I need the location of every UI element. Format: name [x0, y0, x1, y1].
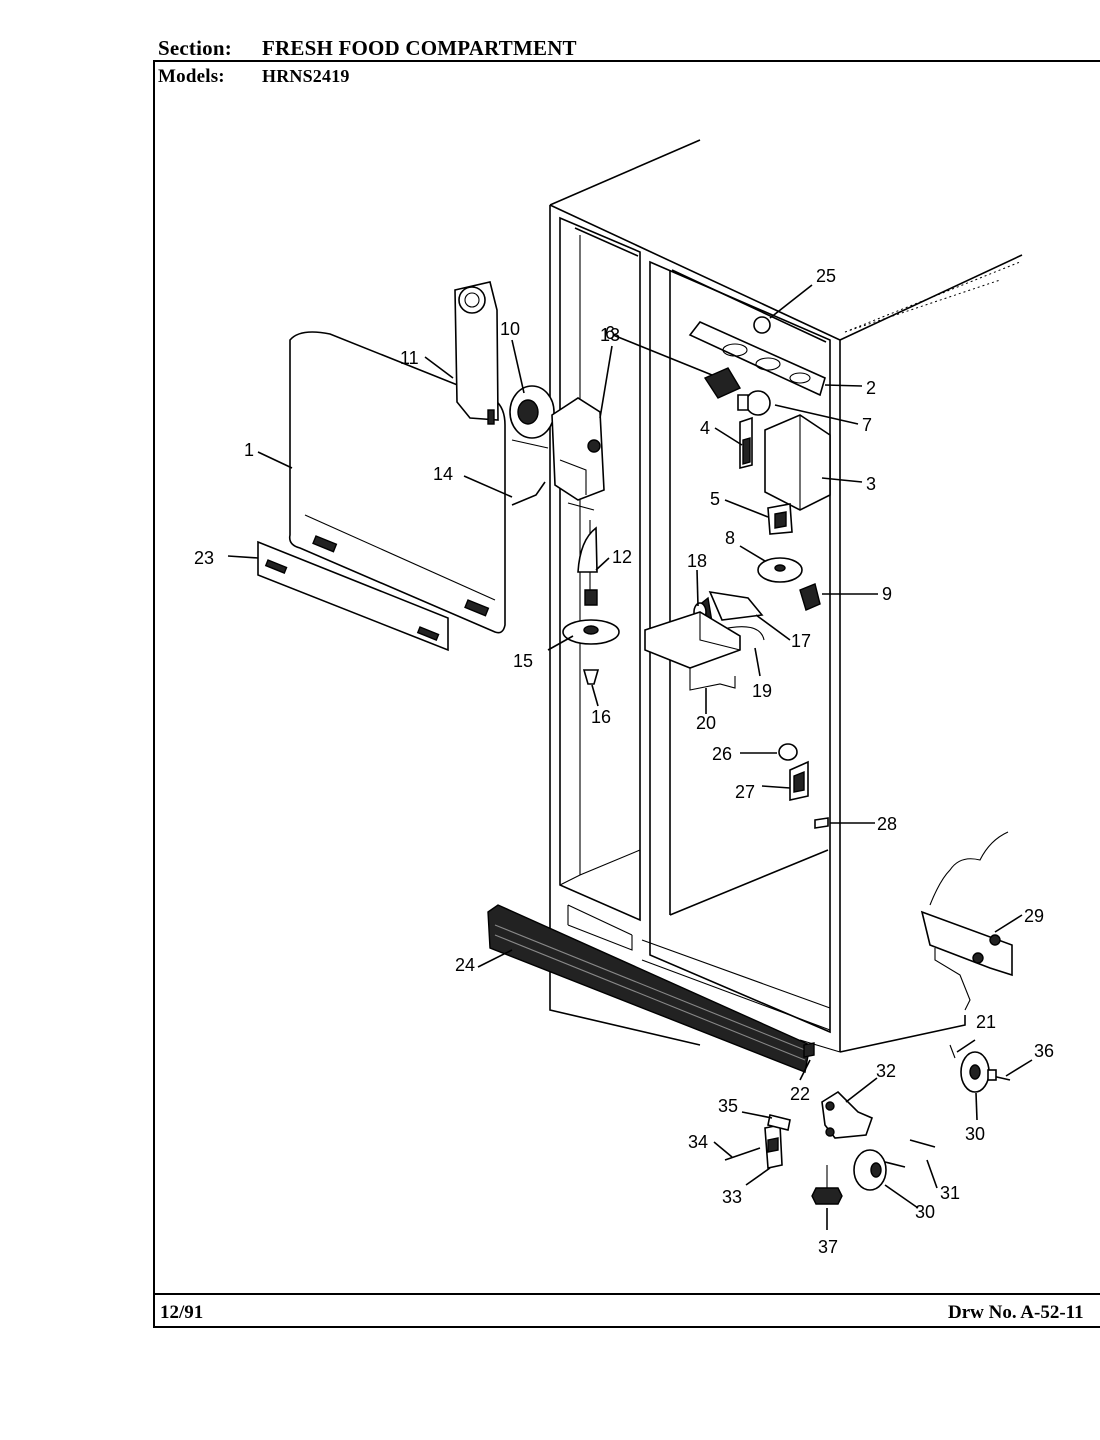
callout-21: 21 [976, 1012, 996, 1032]
callout-29: 29 [1024, 906, 1044, 926]
part-23-trim-strip [257, 540, 449, 652]
callout-3: 3 [866, 474, 876, 494]
part-35-pin [767, 1114, 791, 1131]
part-15-disc [562, 619, 620, 645]
refrigerator-cabinet [549, 139, 1023, 1053]
callout-9: 9 [882, 584, 892, 604]
callout-labels: 1 2 3 4 5 6 7 8 9 10 11 12 13 14 15 16 1… [194, 266, 1054, 1257]
part-29-rail [920, 831, 1013, 1011]
callout-27: 27 [735, 782, 755, 802]
callout-5: 5 [710, 489, 720, 509]
callout-1: 1 [244, 440, 254, 460]
part-13-bracket [551, 397, 605, 511]
part-26-retainer [778, 743, 798, 761]
part-11-housing [454, 281, 499, 425]
part-28-screw [814, 817, 829, 829]
callout-33: 33 [722, 1187, 742, 1207]
part-21-clip [949, 1044, 956, 1059]
callout-11: 11 [400, 348, 419, 368]
part-30-roller-front [853, 1149, 887, 1191]
callout-13: 13 [600, 325, 620, 345]
part-9-switch [799, 583, 821, 611]
footer-date: 12/91 [160, 1302, 204, 1323]
part-24-grille [487, 904, 811, 1073]
part-16-screw [582, 669, 600, 685]
callout-14: 14 [433, 464, 453, 484]
callout-6: 6 [605, 323, 615, 343]
part-32-bracket [821, 1090, 874, 1139]
callout-2: 2 [866, 378, 876, 398]
part-22-clip [803, 1042, 815, 1058]
callout-19: 19 [752, 681, 772, 701]
callout-4: 4 [700, 418, 710, 438]
part-37-leveler [811, 1165, 843, 1205]
part-20-housing [644, 611, 741, 691]
frame-left-border [153, 60, 155, 1328]
callout-16: 16 [591, 707, 611, 727]
models-label: Models: [158, 66, 225, 87]
part-7-bulb [737, 390, 771, 416]
drawing-number: Drw No. A-52-11 [948, 1302, 1084, 1323]
callout-22: 22 [790, 1084, 810, 1104]
callout-32: 32 [876, 1061, 896, 1081]
part-12-flap [577, 520, 598, 606]
callout-18: 18 [687, 551, 707, 571]
part-5-switch [767, 503, 793, 535]
part-14-lever [511, 481, 546, 506]
callout-35: 35 [718, 1096, 738, 1116]
callout-37: 37 [818, 1237, 838, 1257]
part-4-switch [739, 416, 753, 470]
part-33-hinge [764, 1124, 783, 1169]
leader-lines [227, 284, 1033, 1230]
section-label: Section: [158, 36, 232, 60]
callout-34: 34 [688, 1132, 708, 1152]
callout-25: 25 [816, 266, 836, 286]
part-31-pin [884, 1139, 936, 1168]
part-27-bracket [789, 760, 809, 801]
callout-30-front: 30 [915, 1202, 935, 1222]
callout-8: 8 [725, 528, 735, 548]
callout-10: 10 [500, 319, 520, 339]
frame-bottom-border [153, 1326, 1100, 1328]
callout-26: 26 [712, 744, 732, 764]
part-36-pin [987, 1069, 1011, 1081]
part-8-knob [757, 557, 803, 583]
callout-28: 28 [877, 814, 897, 834]
callout-20: 20 [696, 713, 716, 733]
part-1-cover [288, 331, 506, 634]
part-30-roller-rear [960, 1051, 990, 1093]
section-title: FRESH FOOD COMPARTMENT [262, 36, 577, 60]
models-value: HRNS2419 [262, 66, 350, 86]
callout-17: 17 [791, 631, 811, 651]
callout-23: 23 [194, 548, 214, 568]
callout-7: 7 [862, 415, 872, 435]
callout-12: 12 [612, 547, 632, 567]
callout-15: 15 [513, 651, 533, 671]
part-10-motor [509, 385, 555, 449]
part-2-light-bracket [688, 321, 826, 397]
header-rule [153, 60, 1100, 62]
part-25-plug [753, 316, 771, 334]
callout-36: 36 [1034, 1041, 1054, 1061]
callout-30-rear: 30 [965, 1124, 985, 1144]
part-6-socket [703, 367, 742, 399]
part-3-shield [764, 414, 831, 511]
callout-24: 24 [455, 955, 475, 975]
part-34-screw [724, 1147, 761, 1161]
frame-inner-rule [153, 1293, 1100, 1295]
callout-31: 31 [940, 1183, 960, 1203]
